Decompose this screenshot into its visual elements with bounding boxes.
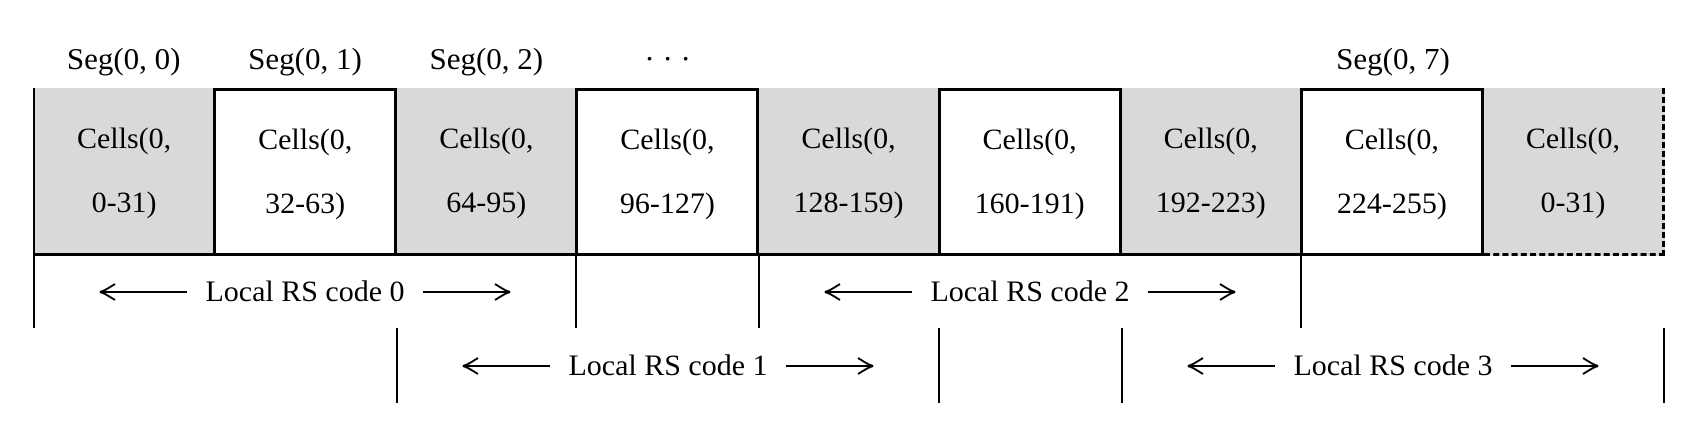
cell-line1: Cells(0,: [258, 123, 353, 156]
cell: Cells(0, 96-127): [575, 88, 760, 256]
cell-line1: Cells(0,: [801, 121, 896, 155]
cell-line1: Cells(0,: [982, 123, 1077, 156]
rs-code-span-0: Local RS code 0: [33, 255, 577, 328]
cell-line2: 0-31): [1540, 185, 1606, 219]
cell: Cells(0, 128-159): [759, 88, 938, 256]
rs-code-label: Local RS code 2: [930, 274, 1130, 308]
rs-code-span-2: Local RS code 2: [758, 255, 1302, 328]
segment-label: [940, 22, 1121, 74]
long-left-arrow-icon: [1188, 356, 1276, 375]
cell-line1: Cells(0,: [1525, 121, 1621, 155]
cell-line1: Cells(0,: [439, 121, 534, 155]
segment-label-row: Seg(0, 0) Seg(0, 1) Seg(0, 2) · · · Seg(…: [33, 22, 1665, 74]
cell-line2: 32-63): [265, 187, 346, 220]
cell-line1: Cells(0,: [1163, 121, 1258, 155]
ellipsis-label: · · ·: [644, 41, 691, 76]
cells-row: Cells(0, 0-31) Cells(0, 32-63) Cells(0, …: [33, 88, 1665, 256]
long-right-arrow-icon: [1510, 356, 1598, 375]
cell: Cells(0, 224-255): [1299, 88, 1484, 256]
long-right-arrow-icon: [422, 282, 510, 301]
cell: Cells(0, 64-95): [397, 88, 576, 256]
cell-line2: 96-127): [619, 187, 715, 220]
rs-code-label: Local RS code 1: [568, 348, 768, 382]
segment-label: Seg(0, 7): [1336, 41, 1450, 76]
cell-line2: 64-95): [446, 185, 527, 219]
long-left-arrow-icon: [463, 356, 551, 375]
cell: Cells(0, 160-191): [937, 88, 1122, 256]
rs-code-label: Local RS code 0: [205, 274, 405, 308]
cell-wraparound: Cells(0, 0-31): [1483, 88, 1665, 256]
rs-code-span-1: Local RS code 1: [396, 328, 940, 403]
long-left-arrow-icon: [100, 282, 188, 301]
cell: Cells(0, 0-31): [33, 88, 214, 256]
cell-line2: 224-255): [1336, 187, 1447, 220]
cell-line2: 0-31): [91, 185, 157, 219]
cell-line2: 128-159): [793, 185, 904, 219]
cell-line1: Cells(0,: [620, 123, 715, 156]
cell-line2: 192-223): [1155, 185, 1266, 219]
segment-label: [1121, 22, 1302, 74]
long-left-arrow-icon: [825, 282, 913, 301]
cell-line2: 160-191): [974, 187, 1085, 220]
cell-line1: Cells(0,: [76, 121, 172, 155]
cell-line1: Cells(0,: [1344, 123, 1439, 156]
rs-code-label: Local RS code 3: [1293, 348, 1493, 382]
long-right-arrow-icon: [1147, 282, 1235, 301]
segment-label: [758, 22, 939, 74]
cell: Cells(0, 192-223): [1121, 88, 1300, 256]
rs-code-span-3: Local RS code 3: [1121, 328, 1665, 403]
cell: Cells(0, 32-63): [213, 88, 398, 256]
segment-label: Seg(0, 1): [248, 41, 362, 76]
segment-label: [1484, 22, 1665, 74]
segment-label: Seg(0, 2): [429, 41, 544, 76]
long-right-arrow-icon: [785, 356, 873, 375]
segment-label: Seg(0, 0): [66, 41, 181, 76]
